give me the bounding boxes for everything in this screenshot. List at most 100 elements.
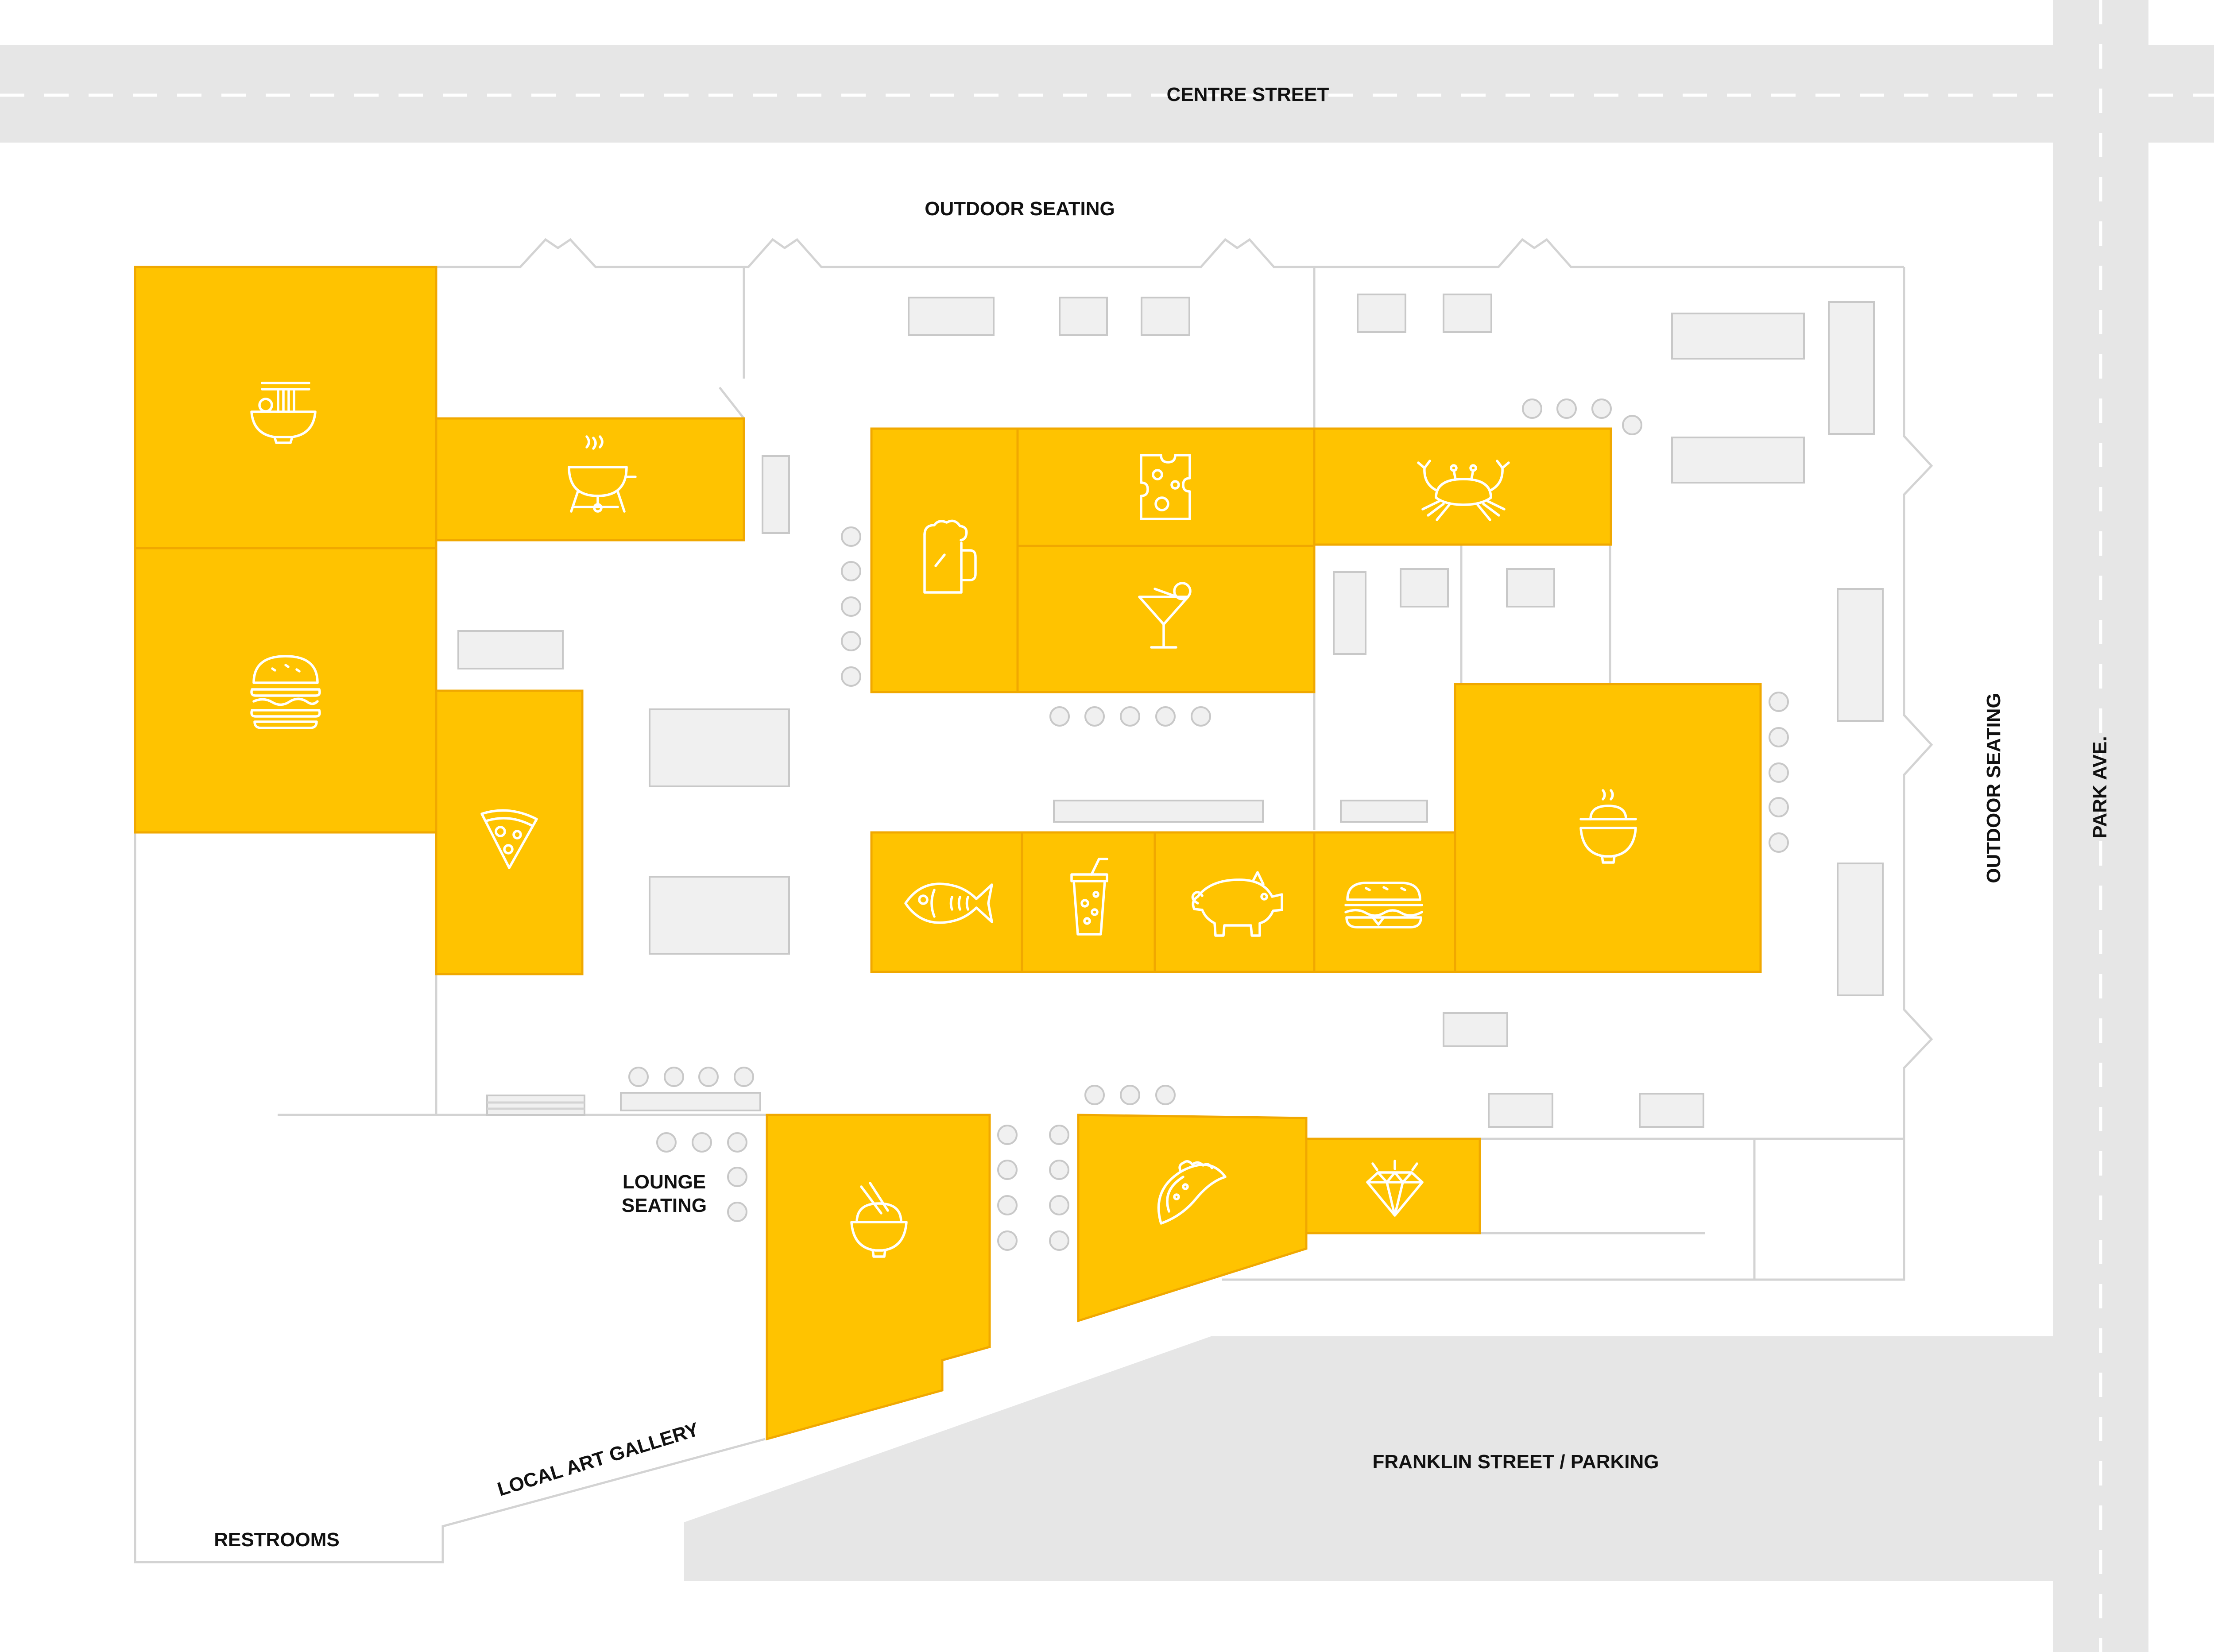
stool (1191, 706, 1211, 727)
stall-icons (250, 382, 1637, 1258)
stool (664, 1067, 684, 1087)
table (1400, 568, 1449, 607)
pig-icon (1191, 871, 1283, 937)
table (762, 455, 790, 534)
stools (628, 398, 1789, 1251)
crab-icon (1417, 460, 1510, 521)
stool (841, 526, 861, 547)
label-restrooms: RESTROOMS (214, 1529, 340, 1551)
rice-bowl-chopsticks-icon (850, 1182, 908, 1258)
stool (1049, 1125, 1069, 1145)
stool (727, 1132, 747, 1153)
bench (1340, 800, 1428, 823)
table (908, 297, 995, 336)
stool (1049, 1160, 1069, 1180)
stall-beer[interactable] (870, 427, 1019, 693)
taco-icon (1157, 1160, 1227, 1225)
cocktail-icon (1138, 582, 1192, 649)
stool (841, 631, 861, 651)
stool (698, 1067, 719, 1087)
cheese-icon (1140, 454, 1191, 520)
table (1488, 1093, 1553, 1128)
table (649, 876, 790, 955)
north-wall (436, 238, 1904, 268)
table (1837, 588, 1884, 722)
stool (1522, 398, 1542, 419)
stall-taco[interactable] (1077, 1114, 1308, 1323)
label-franklin-street-parking: FRANKLIN STREET / PARKING (1373, 1451, 1659, 1473)
label-lounge: LOUNGE (623, 1171, 706, 1193)
stool (1049, 1230, 1069, 1251)
table (1443, 294, 1492, 333)
label-outdoor-seating-right: OUTDOOR SEATING (1983, 693, 2005, 883)
stall-jewelry[interactable] (1305, 1137, 1481, 1234)
table (1837, 863, 1884, 996)
burger-icon (250, 655, 321, 729)
map-labels: CENTRE STREET OUTDOOR SEATING OUTDOOR SE… (214, 84, 2111, 1551)
stool (1084, 706, 1105, 727)
stall-fish[interactable] (870, 831, 1023, 973)
table (649, 708, 790, 787)
stall-pork[interactable] (1153, 831, 1316, 973)
stall-sandwich[interactable] (1313, 831, 1456, 973)
east-wall (1222, 267, 1933, 1281)
table (1357, 294, 1406, 333)
stall-cheese[interactable] (1016, 427, 1316, 547)
stool (1556, 398, 1577, 419)
pizza-slice-icon (480, 809, 538, 869)
stool (727, 1167, 747, 1187)
stool (1120, 1085, 1140, 1105)
table (457, 630, 564, 669)
table (1671, 313, 1805, 360)
vendor-stalls (134, 266, 1762, 1441)
stool (1049, 1195, 1069, 1215)
stool (628, 1067, 649, 1087)
label-centre-street: CENTRE STREET (1167, 84, 1329, 105)
stool (656, 1132, 677, 1153)
stool (1120, 706, 1140, 727)
steaming-bowl-icon (1579, 789, 1637, 864)
stool (727, 1202, 747, 1222)
stool (1591, 398, 1612, 419)
diamond-icon (1366, 1160, 1424, 1217)
stool (1622, 415, 1642, 435)
stall-pizza[interactable] (435, 689, 584, 975)
soda-cup-icon (1070, 858, 1108, 936)
stool (841, 561, 861, 581)
stool (1769, 832, 1789, 853)
stool (692, 1132, 712, 1153)
stool (1155, 706, 1176, 727)
table (1671, 437, 1805, 484)
stool (841, 596, 861, 617)
stool (1769, 797, 1789, 817)
table (1639, 1093, 1704, 1128)
sandwich-icon (1344, 882, 1423, 929)
table (1506, 568, 1555, 607)
stool (997, 1160, 1018, 1180)
stall-crab[interactable] (1313, 427, 1612, 546)
stall-bbq[interactable] (435, 417, 745, 542)
lounge-bench (486, 1095, 585, 1116)
table (1333, 571, 1366, 655)
label-local-art-gallery: LOCAL ART GALLERY (495, 1419, 701, 1501)
stool (841, 666, 861, 687)
stool (1769, 762, 1789, 783)
stool (1084, 1085, 1105, 1105)
table (1828, 301, 1875, 435)
stall-rice-bowl[interactable] (766, 1114, 991, 1441)
fish-icon (904, 882, 993, 924)
stall-ramen[interactable] (134, 266, 437, 549)
stool (1049, 706, 1070, 727)
bench (1053, 800, 1264, 823)
grill-icon (568, 435, 637, 513)
table (1141, 297, 1190, 336)
stall-cocktail[interactable] (1016, 545, 1316, 693)
table (1443, 1012, 1508, 1047)
label-outdoor-seating-top: OUTDOOR SEATING (925, 198, 1115, 220)
franklin-street-parking-lot (684, 1336, 2053, 1581)
stool (997, 1230, 1018, 1251)
label-park-ave: PARK AVE. (2089, 736, 2111, 838)
table (1059, 297, 1108, 336)
